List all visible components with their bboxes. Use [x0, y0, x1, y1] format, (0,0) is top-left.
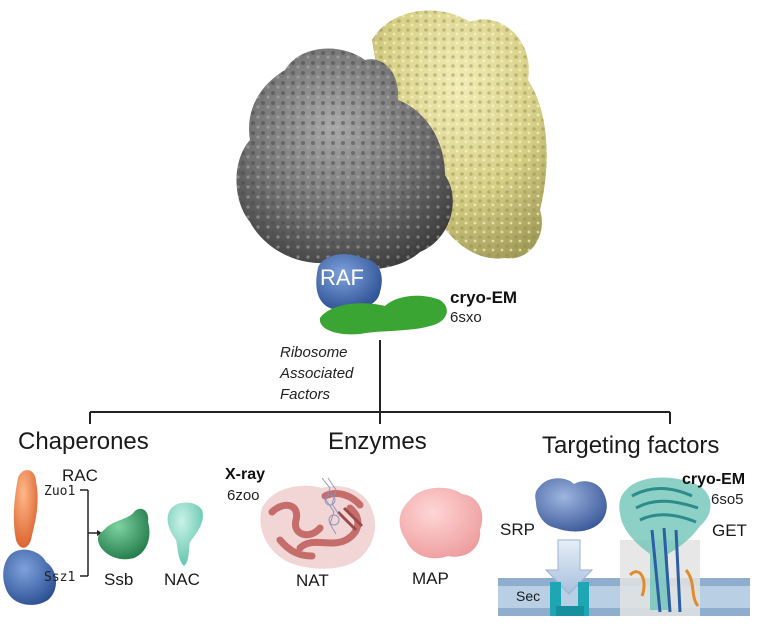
get-label: GET — [712, 521, 747, 540]
category-chaperones-title: Chaperones — [18, 428, 149, 455]
ribosome-method-label: cryo-EM — [450, 288, 518, 307]
nac-structure — [167, 502, 203, 566]
raf-density — [316, 254, 382, 311]
srp-label: SRP — [500, 520, 535, 539]
srp-structure — [535, 478, 607, 532]
rac-bracket — [80, 489, 102, 577]
sec-label: Sec — [516, 588, 541, 604]
ssz1-structure — [3, 549, 57, 605]
rac-label: RAC — [62, 466, 98, 485]
ribosome-large-subunit — [236, 48, 453, 270]
sec-channel — [550, 582, 589, 616]
zuo1-structure — [13, 470, 38, 548]
category-targeting-title: Targeting factors — [542, 432, 720, 459]
raf-green-density — [319, 295, 447, 335]
zuo1-label: Zuo1 — [44, 484, 76, 499]
nat-structure — [260, 477, 376, 569]
enzymes-pdb-label: 6zoo — [227, 487, 260, 504]
raf-label: RAF — [320, 265, 364, 290]
map-structure — [399, 487, 483, 559]
tree-connectors — [89, 340, 671, 424]
ssb-structure — [97, 508, 150, 560]
ssb-label: Ssb — [104, 570, 134, 589]
raf-description-line-1: Ribosome — [280, 344, 348, 361]
map-label: MAP — [412, 569, 449, 588]
targeting-method-label: cryo-EM — [682, 471, 746, 488]
raf-description-line-3: Factors — [280, 386, 331, 403]
ssz1-label: Ssz1 — [44, 570, 76, 585]
nac-label: NAC — [164, 570, 200, 589]
get-structure — [619, 477, 711, 616]
targeting-pdb-label: 6so5 — [711, 491, 744, 508]
enzymes-method-label: X-ray — [225, 466, 266, 483]
nat-ligand-mesh — [321, 477, 341, 535]
ribosome-pdb-label: 6sxo — [450, 309, 482, 326]
raf-description-line-2: Associated — [280, 365, 354, 382]
nat-label: NAT — [296, 571, 329, 590]
category-enzymes-title: Enzymes — [328, 428, 427, 455]
